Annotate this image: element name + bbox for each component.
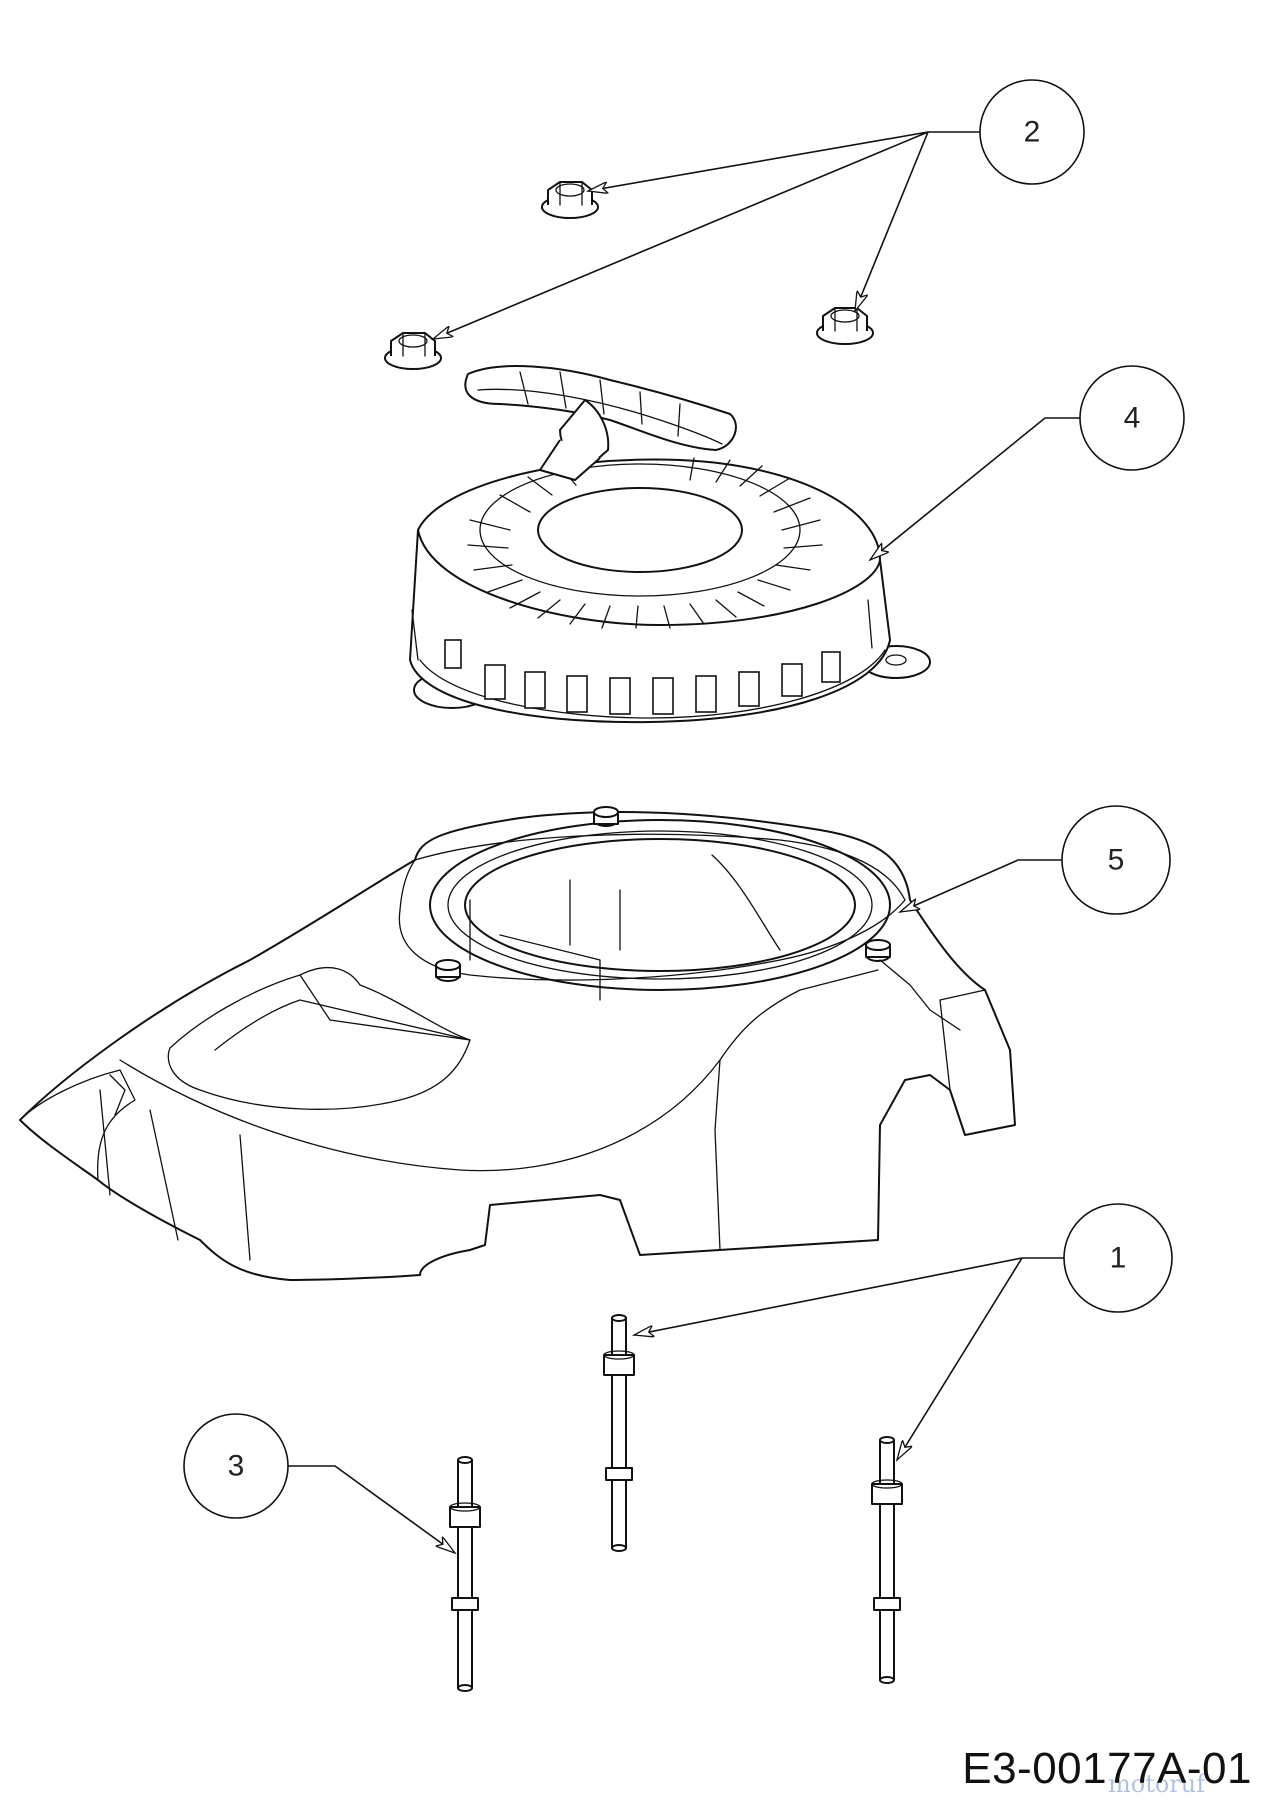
diagram-code: E3-00177A-01 <box>962 1744 1252 1793</box>
recoil-starter <box>409 365 931 724</box>
callout-1-label: 1 <box>1110 1242 1127 1275</box>
callout-4: 4 <box>1079 365 1185 471</box>
callout-1: 1 <box>1063 1203 1173 1313</box>
blower-housing <box>19 806 1016 1281</box>
callout-5: 5 <box>1061 805 1171 915</box>
callout-3-label: 3 <box>228 1450 245 1483</box>
stud-center <box>603 1314 635 1552</box>
watermark: motoruf <box>1108 1770 1206 1798</box>
callout-2: 2 <box>979 79 1085 185</box>
callout-3: 3 <box>183 1413 289 1519</box>
flange-nut-top <box>541 181 599 219</box>
flange-nut-right <box>816 307 874 345</box>
callout-4-label: 4 <box>1124 402 1141 435</box>
leader-lines <box>288 131 1080 1553</box>
callout-5-label: 5 <box>1108 844 1125 877</box>
callout-2-label: 2 <box>1024 116 1041 149</box>
flange-nut-left <box>384 332 442 370</box>
stud-right <box>871 1436 903 1684</box>
stud-left <box>449 1456 481 1692</box>
